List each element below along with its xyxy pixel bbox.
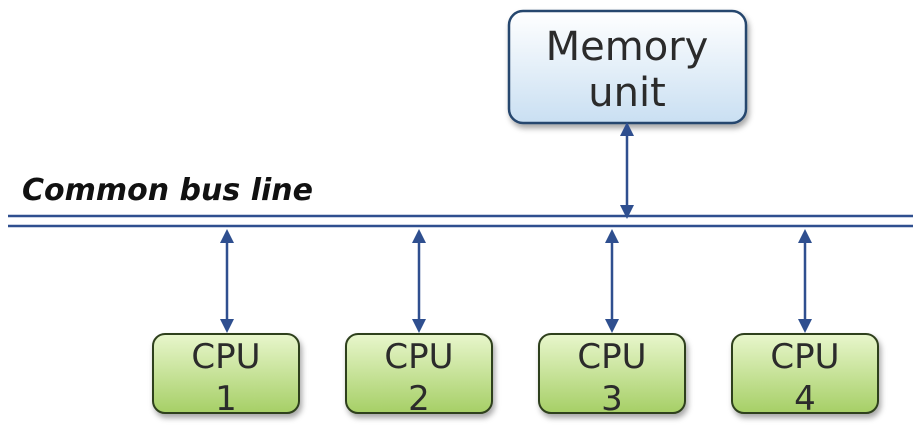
cpu-2-arrow [412, 229, 426, 333]
cpu-2-label-line2: 2 [408, 379, 430, 419]
cpu-4-arrow [798, 229, 812, 333]
cpu-1-arrow [220, 229, 234, 333]
memory-unit-box: Memory unit [507, 9, 748, 125]
memory-bus-arrow [620, 122, 634, 219]
cpu-3-box: CPU 3 [538, 333, 686, 419]
cpu-2-label-line1: CPU [384, 337, 453, 377]
cpu-1-box: CPU 1 [152, 333, 300, 419]
cpu-3-label-line1: CPU [577, 337, 646, 377]
cpu-2-box: CPU 2 [345, 333, 493, 419]
cpu-1-label-line2: 1 [215, 379, 237, 419]
common-bus [8, 214, 913, 228]
cpu-4-box: CPU 4 [731, 333, 879, 419]
bus-title: Common bus line [22, 173, 313, 208]
cpu-1-label-line1: CPU [191, 337, 260, 377]
cpu-3-label-line2: 3 [601, 379, 623, 419]
memory-unit-label-line2: unit [588, 70, 666, 116]
memory-unit-label-line1: Memory [546, 24, 709, 70]
cpu-4-label-line1: CPU [770, 337, 839, 377]
cpu-4-label-line2: 4 [794, 379, 816, 419]
cpu-3-arrow [605, 229, 619, 333]
